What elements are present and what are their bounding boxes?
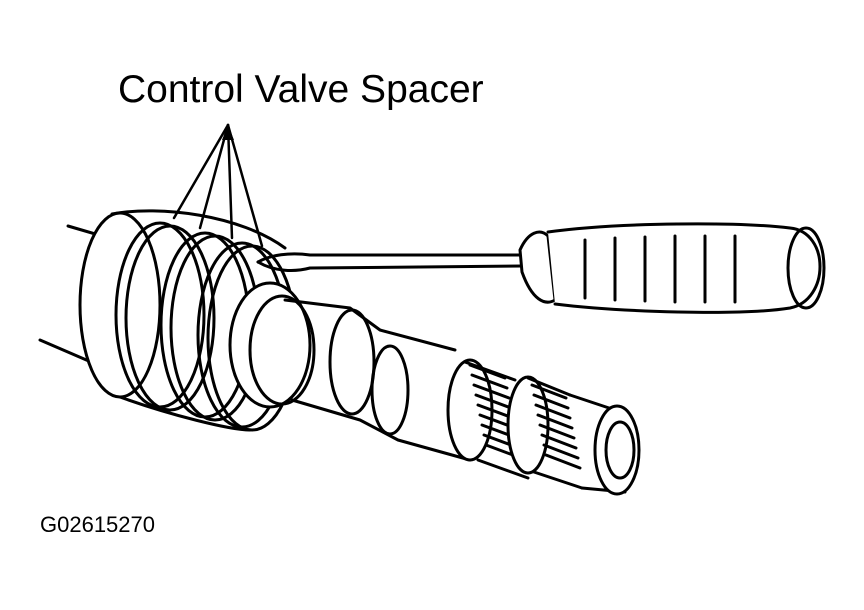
shaft-end bbox=[568, 393, 641, 496]
collar bbox=[228, 281, 316, 409]
screwdriver bbox=[256, 222, 826, 314]
figure-code: G02615270 bbox=[40, 512, 155, 537]
callout-arrowhead bbox=[222, 125, 234, 140]
shaft-splines bbox=[446, 358, 584, 490]
input-shaft bbox=[283, 298, 472, 462]
callout-label: Control Valve Spacer bbox=[118, 68, 484, 111]
callout-leaders bbox=[172, 123, 264, 248]
